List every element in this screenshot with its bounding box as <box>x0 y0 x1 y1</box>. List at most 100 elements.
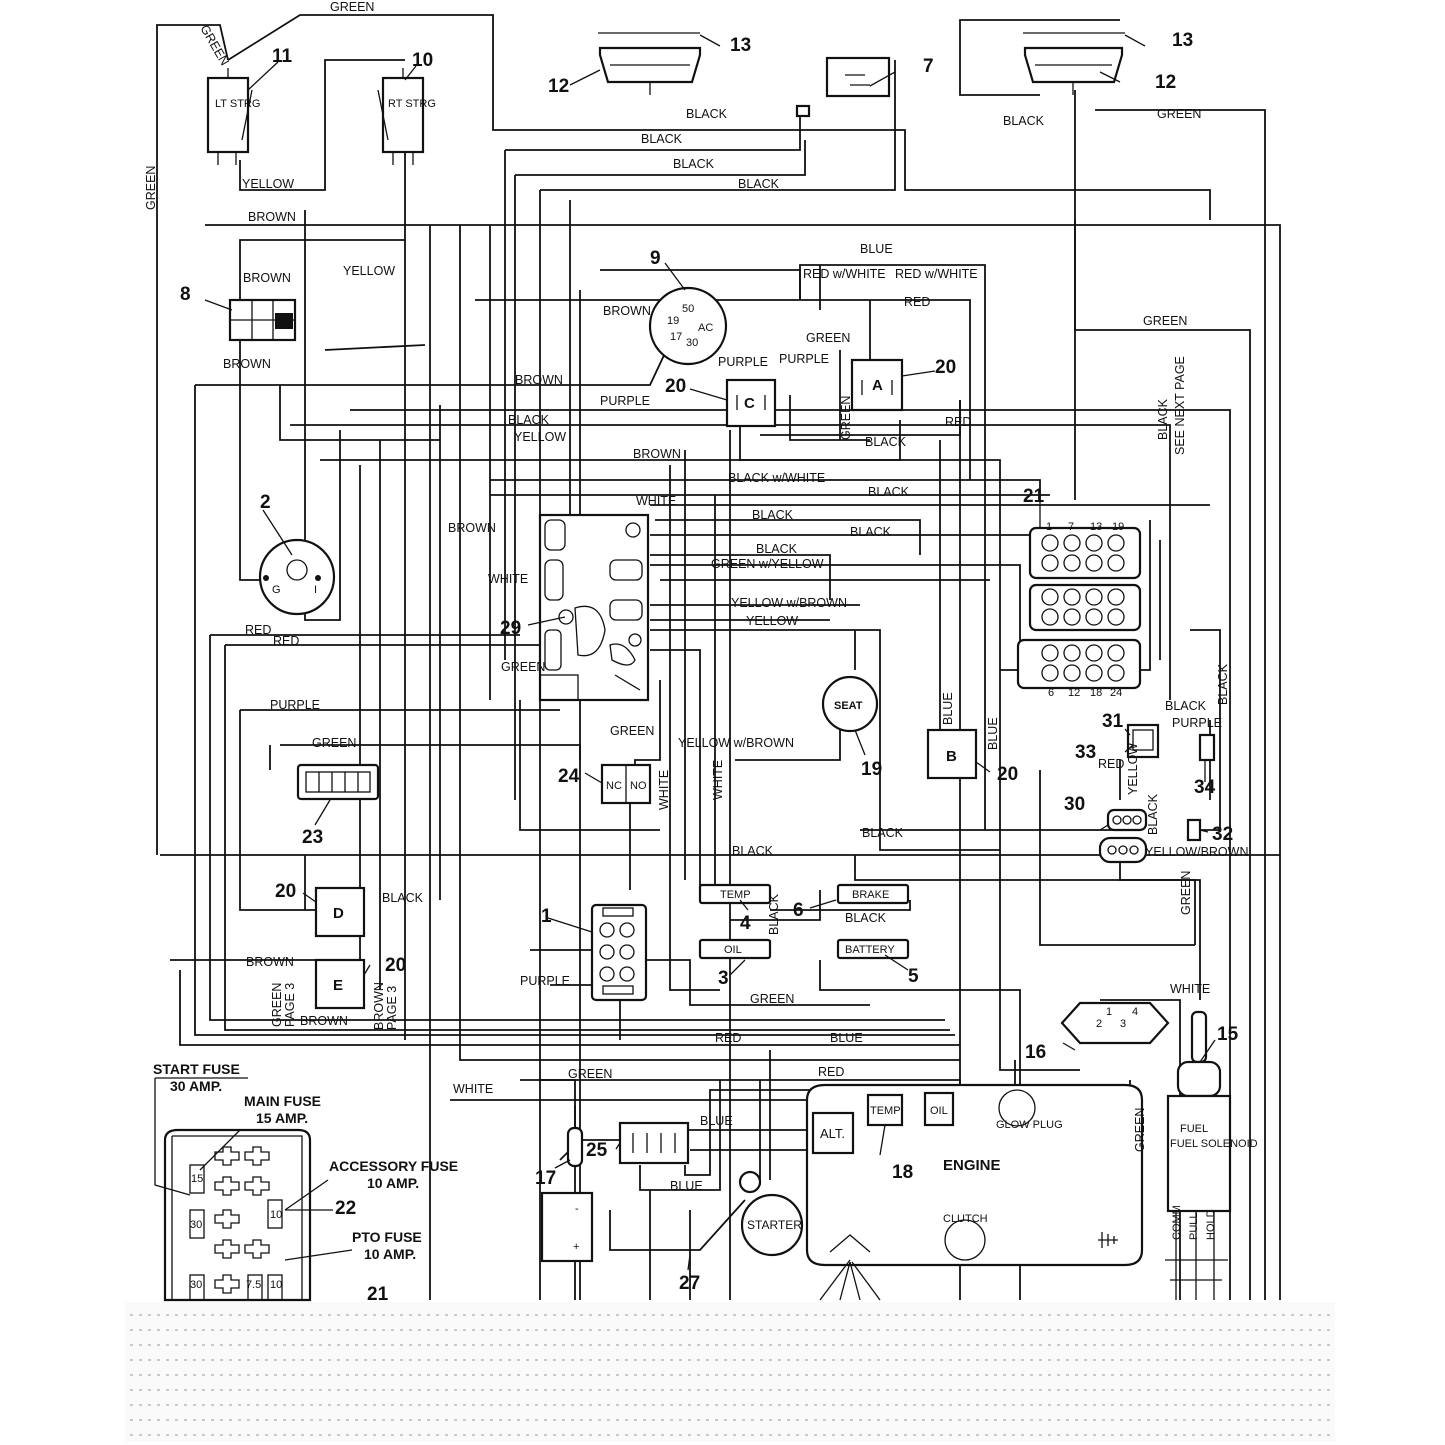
svg-text:10: 10 <box>412 50 433 71</box>
component-7 <box>795 56 891 118</box>
relay-16: 2 1 3 4 <box>1060 1001 1170 1045</box>
svg-text:E: E <box>333 977 343 994</box>
svg-text:YELLOW: YELLOW <box>514 430 566 444</box>
diode-17 <box>566 1126 584 1168</box>
svg-text:3: 3 <box>718 968 729 989</box>
svg-text:5: 5 <box>908 966 919 987</box>
svg-text:BROWN: BROWN <box>246 955 294 969</box>
relay-b: B <box>926 728 978 780</box>
svg-text:29: 29 <box>500 618 521 639</box>
svg-text:GREEN: GREEN <box>839 396 853 440</box>
svg-text:BLACK: BLACK <box>382 891 424 905</box>
svg-text:GLOW PLUG: GLOW PLUG <box>996 1119 1063 1131</box>
svg-text:BLACK: BLACK <box>1216 663 1230 705</box>
svg-text:BROWN: BROWN <box>633 447 681 461</box>
svg-text:GREEN: GREEN <box>610 724 654 738</box>
svg-text:-: - <box>575 1203 579 1215</box>
svg-text:SEAT: SEAT <box>834 700 863 712</box>
svg-text:BLACK: BLACK <box>1003 114 1045 128</box>
svg-text:GREEN: GREEN <box>501 660 545 674</box>
svg-text:20: 20 <box>997 764 1018 785</box>
svg-text:GREEN: GREEN <box>1133 1108 1147 1152</box>
svg-text:G: G <box>272 584 281 596</box>
svg-text:19: 19 <box>667 315 679 327</box>
svg-text:BLACK: BLACK <box>868 485 910 499</box>
svg-text:YELLOW: YELLOW <box>746 614 798 628</box>
svg-text:FUEL: FUEL <box>1180 1123 1208 1135</box>
svg-text:GREEN: GREEN <box>330 0 374 14</box>
svg-text:30: 30 <box>1064 794 1085 815</box>
svg-text:BLACK: BLACK <box>738 177 780 191</box>
svg-text:3: 3 <box>1120 1018 1126 1030</box>
svg-text:6: 6 <box>793 900 804 921</box>
svg-text:+: + <box>573 1241 579 1253</box>
svg-text:GREEN: GREEN <box>1179 871 1193 915</box>
svg-text:12: 12 <box>1155 72 1176 93</box>
hour-meter-23 <box>296 763 380 801</box>
svg-text:15: 15 <box>1217 1024 1239 1045</box>
svg-text:AC: AC <box>698 322 713 334</box>
scan-noise <box>130 1314 1330 1436</box>
svg-text:YELLOW: YELLOW <box>242 177 294 191</box>
svg-text:RT STRG: RT STRG <box>388 98 436 110</box>
svg-text:WHITE: WHITE <box>636 494 676 508</box>
svg-text:GREEN: GREEN <box>568 1067 612 1081</box>
svg-text:FUEL SOLENOID: FUEL SOLENOID <box>1170 1138 1258 1150</box>
callout-numbers: 1 2 3 4 5 6 7 8 9 10 11 12 12 13 13 15 1… <box>180 30 1239 1305</box>
brake-lamp: BRAKE <box>836 883 910 905</box>
svg-text:7: 7 <box>1068 521 1074 533</box>
engine-block: ENGINE ALT. TEMP OIL GLOW PLUG CLUTCH <box>805 1083 1144 1301</box>
svg-text:22: 22 <box>335 1198 356 1219</box>
svg-text:WHITE: WHITE <box>657 770 671 810</box>
svg-text:PULL: PULL <box>1188 1212 1200 1240</box>
left-headlight <box>598 32 702 95</box>
svg-text:30: 30 <box>686 337 698 349</box>
svg-text:1: 1 <box>1106 1006 1112 1018</box>
svg-text:21: 21 <box>367 1284 389 1305</box>
svg-text:20: 20 <box>385 955 406 976</box>
svg-text:BLACK: BLACK <box>865 435 907 449</box>
wire-labels: GREEN GREEN GREEN YELLOW BROWN BROWN YEL… <box>144 0 1249 1193</box>
svg-text:13: 13 <box>1172 30 1193 51</box>
svg-text:4: 4 <box>740 913 751 934</box>
svg-text:12: 12 <box>1068 687 1080 699</box>
battery: - + <box>540 1191 594 1263</box>
svg-text:15 AMP.: 15 AMP. <box>256 1110 308 1126</box>
svg-text:24: 24 <box>558 766 580 787</box>
svg-text:7.5: 7.5 <box>246 1279 261 1291</box>
svg-text:YELLOW w/BROWN: YELLOW w/BROWN <box>731 596 847 610</box>
svg-text:9: 9 <box>650 248 661 269</box>
svg-text:20: 20 <box>935 357 956 378</box>
svg-text:GREEN: GREEN <box>270 983 284 1027</box>
svg-text:PURPLE: PURPLE <box>270 698 320 712</box>
svg-text:BLUE: BLUE <box>986 717 1000 750</box>
svg-text:WHITE: WHITE <box>453 1082 493 1096</box>
svg-text:BLACK w/WHITE: BLACK w/WHITE <box>728 471 825 485</box>
control-module-29 <box>538 513 650 702</box>
svg-text:2: 2 <box>260 492 271 513</box>
svg-text:50: 50 <box>682 303 694 315</box>
svg-text:BLACK: BLACK <box>850 525 892 539</box>
svg-text:B: B <box>946 748 957 765</box>
svg-text:I: I <box>314 584 317 596</box>
svg-text:10: 10 <box>270 1209 282 1221</box>
svg-text:YELLOW: YELLOW <box>1126 743 1140 795</box>
svg-text:STARTER: STARTER <box>747 1218 802 1232</box>
fuel-solenoid: FUEL FUEL SOLENOID COMM PULL HOLD <box>1165 1010 1258 1300</box>
svg-text:8: 8 <box>180 284 191 305</box>
connector-1 <box>590 903 648 1002</box>
module-21: 1 7 13 19 6 12 18 24 <box>1016 521 1142 699</box>
svg-text:BROWN: BROWN <box>515 373 563 387</box>
svg-text:BLACK: BLACK <box>845 911 887 925</box>
connector-25 <box>618 1121 690 1165</box>
svg-text:BLACK: BLACK <box>862 826 904 840</box>
svg-text:GREEN: GREEN <box>1157 107 1201 121</box>
svg-text:BLUE: BLUE <box>700 1114 733 1128</box>
svg-text:GREEN: GREEN <box>1143 314 1187 328</box>
svg-text:11: 11 <box>272 46 293 67</box>
svg-text:BLACK: BLACK <box>508 413 550 427</box>
svg-text:CLUTCH: CLUTCH <box>943 1213 988 1225</box>
svg-text:RED: RED <box>904 295 930 309</box>
svg-text:BLACK: BLACK <box>752 508 794 522</box>
